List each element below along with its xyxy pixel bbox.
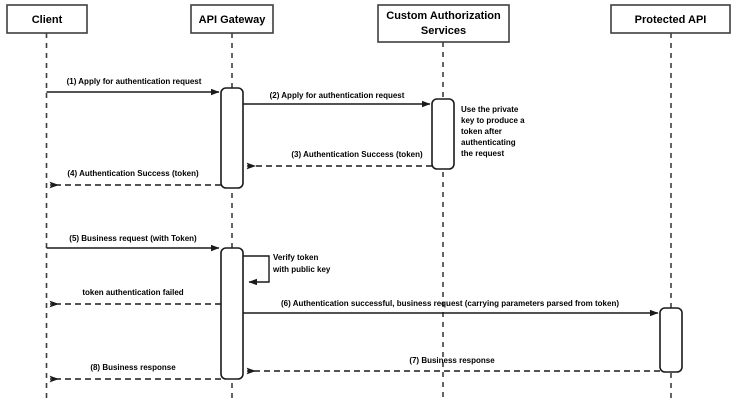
- message-self-verify-token-line2: with public key: [272, 265, 331, 274]
- message-4[interactable]: (4) Authentication Success (token): [49, 169, 221, 189]
- activation-protected-api: [659, 307, 683, 373]
- message-3-label: (3) Authentication Success (token): [291, 150, 423, 159]
- message-2[interactable]: (2) Apply for authentication request: [243, 91, 431, 108]
- note-private-key-line4: authenticating: [461, 138, 516, 147]
- message-3[interactable]: (3) Authentication Success (token): [246, 150, 432, 170]
- message-5-label: (5) Business request (with Token): [69, 234, 197, 243]
- note-private-key: Use the private key to produce a token a…: [461, 105, 525, 158]
- message-7[interactable]: (7) Business response: [246, 356, 660, 375]
- participant-header-api-gateway[interactable]: API Gateway: [190, 4, 274, 34]
- note-private-key-line1: Use the private: [461, 105, 519, 114]
- message-1-label: (1) Apply for authentication request: [67, 77, 202, 86]
- participant-label-protected-api: Protected API: [635, 14, 707, 26]
- message-7-label: (7) Business response: [409, 356, 495, 365]
- message-8-label: (8) Business response: [90, 363, 176, 372]
- activation-custom-authorization-services: [431, 98, 455, 170]
- note-private-key-line3: token after: [461, 127, 502, 136]
- participant-header-protected-api[interactable]: Protected API: [610, 4, 731, 34]
- message-2-label: (2) Apply for authentication request: [270, 91, 405, 100]
- note-private-key-line5: the request: [461, 149, 504, 158]
- message-self-verify-token-line1: Verify token: [273, 253, 318, 262]
- note-private-key-line2: key to produce a: [461, 116, 525, 125]
- message-8[interactable]: (8) Business response: [49, 363, 221, 383]
- participant-header-custom-authorization-services[interactable]: Custom Authorization Services: [377, 4, 510, 43]
- activation-api-gateway-business: [220, 247, 244, 380]
- message-4-label: (4) Authentication Success (token): [67, 169, 199, 178]
- message-self-verify-token[interactable]: Verify token with public key: [243, 253, 331, 286]
- participant-label-custom-authorization-services-line1: Custom Authorization: [386, 10, 501, 22]
- participant-label-custom-authorization-services-line2: Services: [421, 25, 466, 37]
- activation-api-gateway-auth: [220, 87, 244, 189]
- participant-label-client: Client: [32, 14, 63, 26]
- participant-header-client[interactable]: Client: [6, 4, 88, 34]
- message-6[interactable]: (6) Authentication successful, business …: [243, 299, 659, 317]
- message-token-authentication-failed[interactable]: token authentication failed: [49, 288, 221, 308]
- message-1[interactable]: (1) Apply for authentication request: [46, 77, 220, 96]
- message-5[interactable]: (5) Business request (with Token): [46, 234, 220, 252]
- message-token-authentication-failed-label: token authentication failed: [82, 288, 183, 297]
- message-6-label: (6) Authentication successful, business …: [281, 299, 619, 308]
- participant-label-api-gateway: API Gateway: [199, 14, 267, 26]
